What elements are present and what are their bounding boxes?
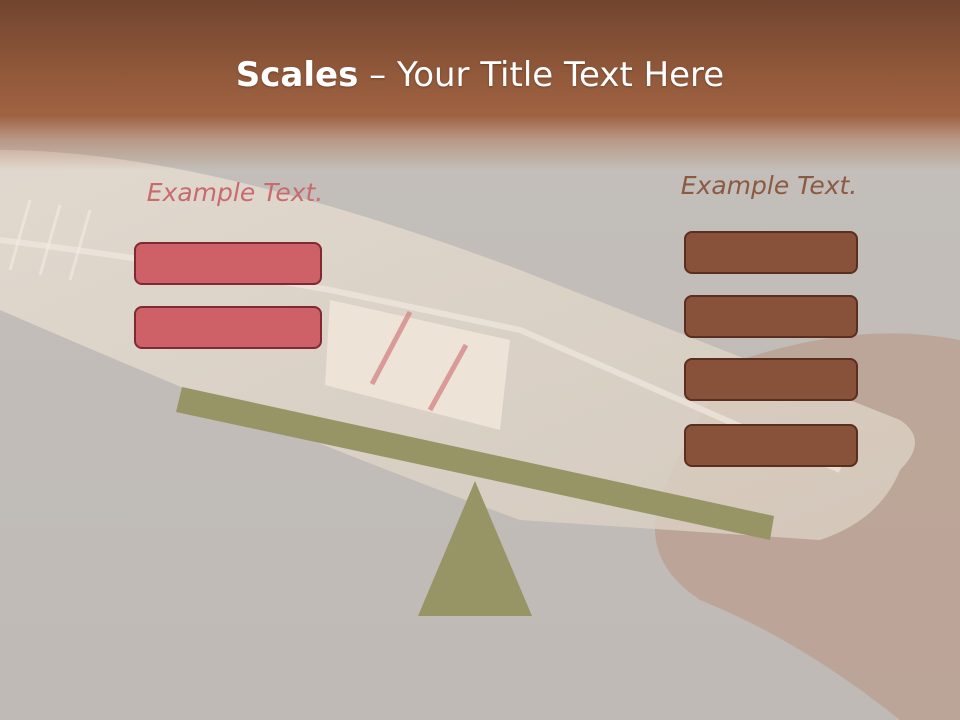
right-box-4 — [684, 424, 858, 467]
left-box-2 — [134, 306, 322, 349]
scale-beam — [176, 387, 774, 540]
right-box-1 — [684, 231, 858, 274]
right-example-text: Example Text. — [680, 171, 858, 200]
right-box-3 — [684, 358, 858, 401]
right-box-2 — [684, 295, 858, 338]
scale-fulcrum — [418, 481, 532, 616]
left-example-text: Example Text. — [146, 178, 324, 207]
slide-title: Scales – Your Title Text Here — [0, 52, 960, 98]
left-box-1 — [134, 242, 322, 285]
title-band — [0, 0, 960, 170]
title-bold: Scales — [235, 55, 359, 95]
title-rest: – Your Title Text Here — [358, 55, 725, 95]
